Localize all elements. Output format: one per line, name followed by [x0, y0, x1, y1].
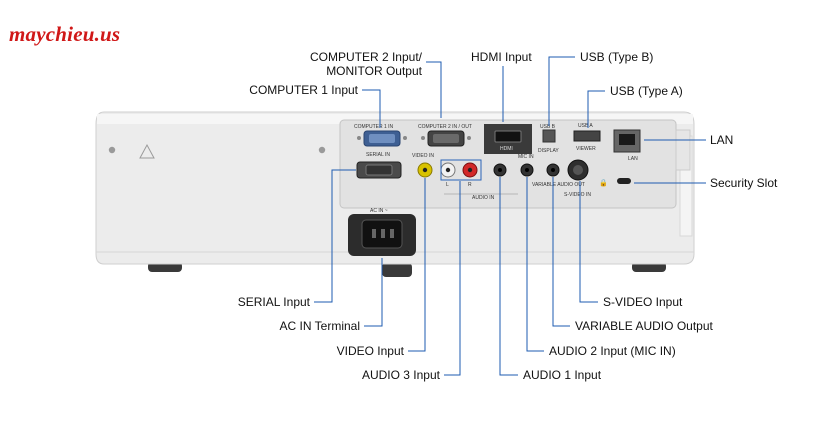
computer2-screw-right — [467, 136, 471, 140]
leader-usb-b — [548, 56, 575, 126]
leader-audio1 — [499, 177, 518, 376]
body-top-highlight — [97, 114, 693, 124]
svideo-port-inner — [573, 165, 583, 175]
side-panel — [675, 129, 691, 171]
security-slot — [617, 178, 631, 184]
panel-label-computer2: COMPUTER 2 IN / OUT — [418, 124, 472, 130]
callout-computer2-line1: COMPUTER 2 Input/ — [309, 50, 422, 64]
lan-port-socket — [619, 134, 635, 145]
computer2-screw-left — [421, 136, 425, 140]
panel-label-serial: SERIAL IN — [366, 152, 390, 158]
computer1-screw-left — [357, 136, 361, 140]
callout-lines — [314, 56, 706, 376]
audio3-highlight-box — [440, 159, 482, 181]
panel-label-variable-audio: VARIABLE AUDIO OUT — [532, 182, 585, 188]
leader-audio3 — [444, 181, 461, 376]
lock-icon: 🔒 — [599, 179, 608, 187]
leader-computer2 — [426, 61, 442, 118]
usb-b-port — [542, 129, 556, 143]
panel-label-viewer: VIEWER — [576, 146, 596, 152]
ac-pin-right — [390, 229, 394, 238]
panel-label-audio-in: AUDIO IN — [472, 195, 495, 201]
video-jack-center — [422, 167, 428, 173]
callout-variable-audio: VARIABLE AUDIO Output — [575, 319, 713, 333]
callout-video: VIDEO Input — [336, 344, 404, 358]
leader-video — [408, 178, 426, 352]
callout-security: Security Slot — [710, 176, 778, 190]
watermark: maychieu.us — [9, 22, 121, 46]
audio3-left-jack-center — [445, 167, 451, 173]
panel-label-lan: LAN — [628, 156, 638, 162]
panel-label-computer1: COMPUTER 1 IN — [354, 124, 394, 130]
panel-label-svideo: S-VIDEO IN — [564, 192, 591, 198]
callout-svideo: S-VIDEO Input — [603, 295, 683, 309]
callout-ac-in: AC IN Terminal — [279, 319, 360, 333]
callout-usb-a: USB (Type A) — [610, 84, 683, 98]
callout-audio3: AUDIO 3 Input — [361, 368, 440, 382]
panel-label-display: DISPLAY — [538, 148, 559, 154]
computer2-port-pins — [433, 134, 459, 143]
panel-label-video: VIDEO IN — [412, 153, 434, 159]
callout-audio1: AUDIO 1 Input — [523, 368, 602, 382]
callout-audio2: AUDIO 2 Input (MIC IN) — [549, 344, 676, 358]
audio3-right-jack-center — [467, 167, 473, 173]
ac-pin-center — [381, 229, 385, 238]
callout-usb-b: USB (Type B) — [580, 50, 654, 64]
leader-computer1 — [362, 89, 381, 128]
computer1-port-pins — [369, 134, 395, 143]
ac-pin-left — [372, 229, 376, 238]
audio1-jack-center — [498, 168, 502, 172]
callout-hdmi: HDMI Input — [471, 50, 532, 64]
variable-audio-jack-center — [551, 168, 555, 172]
callout-computer1: COMPUTER 1 Input — [249, 83, 358, 97]
hdmi-port — [494, 130, 522, 143]
panel-label-left: L — [446, 182, 449, 188]
leader-audio2 — [526, 177, 544, 352]
leader-usb-a — [587, 90, 605, 128]
panel-label-usb-b: USB B — [540, 124, 556, 130]
usb-a-port — [573, 130, 601, 142]
computer1-screw-right — [403, 136, 407, 140]
serial-port — [365, 164, 393, 176]
audio2-jack-center — [525, 168, 529, 172]
panel-label-right: R — [468, 182, 472, 188]
callout-computer2-line2: MONITOR Output — [326, 64, 422, 78]
leader-variable-audio — [552, 177, 570, 327]
callout-serial: SERIAL Input — [237, 295, 310, 309]
panel-label-usb-a: USB A — [578, 123, 593, 129]
callout-lan: LAN — [710, 133, 734, 147]
panel-label-ac-in: AC IN ~ — [370, 208, 388, 214]
panel-label-mic: MIC IN — [518, 154, 534, 160]
leader-svideo — [579, 181, 598, 303]
foot-center — [382, 263, 412, 277]
screw-left — [108, 146, 116, 154]
panel-label-hdmi: HDMI — [500, 146, 513, 152]
leader-serial — [314, 169, 356, 303]
screw-center — [318, 146, 326, 154]
callout-computer2: COMPUTER 2 Input/ MONITOR Output — [310, 50, 422, 78]
warning-icon — [139, 143, 155, 159]
leader-ac-in — [364, 258, 383, 327]
